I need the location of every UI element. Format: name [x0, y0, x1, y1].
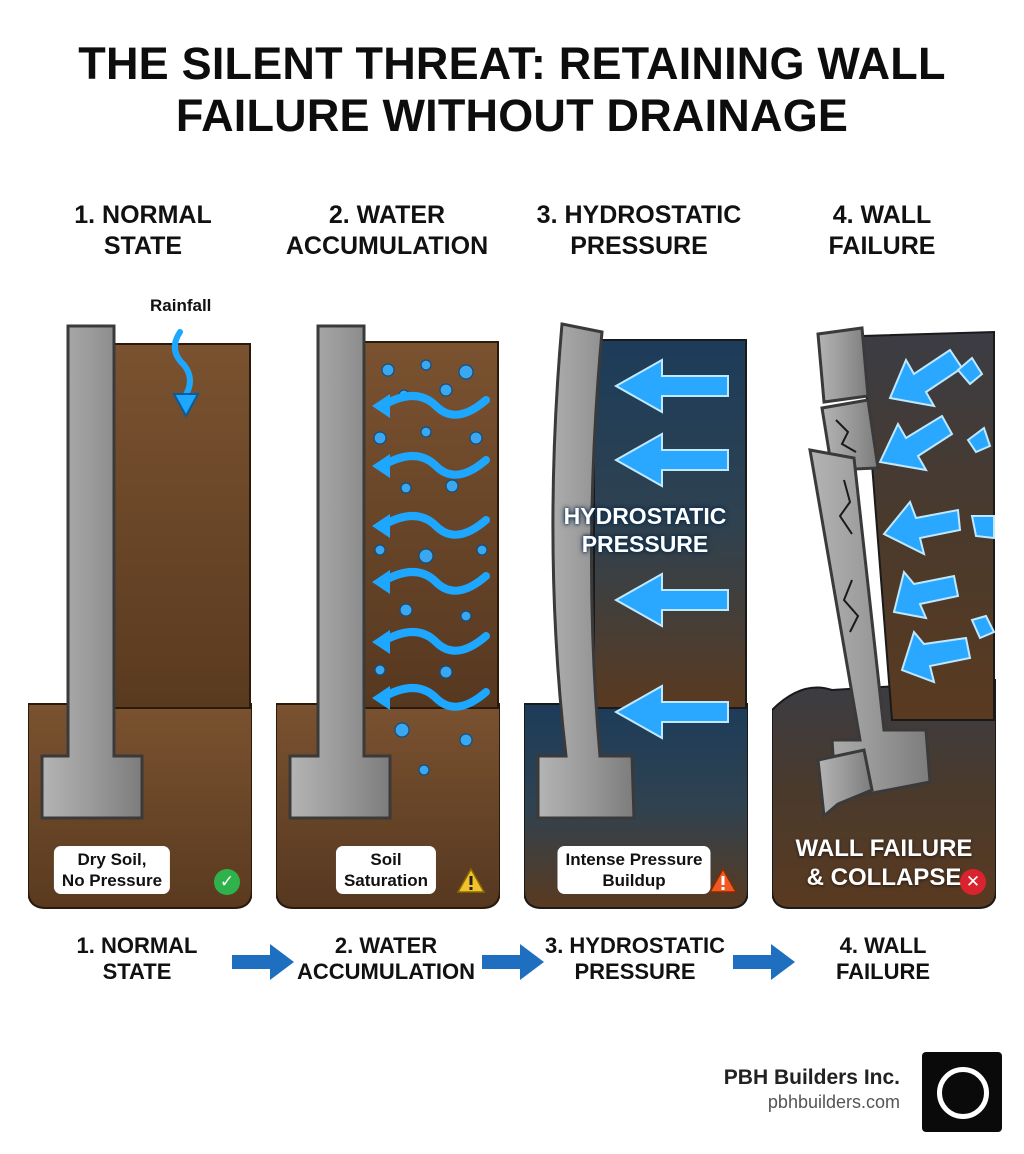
wall-fragment — [816, 748, 874, 819]
panel-heading-hydrostatic: 3. HYDROSTATIC PRESSURE — [519, 200, 759, 262]
panel-water-accumulation: Soil Saturation — [276, 320, 500, 910]
badge-line: Dry Soil, — [77, 850, 147, 869]
panel-hydrostatic-pressure: Intense Pressure Buildup — [524, 320, 748, 910]
step-line: STATE — [102, 959, 172, 984]
flow-arrow-icon — [733, 944, 795, 980]
collapse-arrows — [878, 348, 996, 684]
flow-step-hydrostatic: 3. HYDROSTATIC PRESSURE — [515, 933, 755, 985]
heading-line: ACCUMULATION — [285, 232, 489, 260]
retaining-wall — [288, 324, 392, 820]
heading-line: 3. HYDROSTATIC — [536, 201, 742, 229]
hydrostatic-pressure-label: HYDROSTATIC PRESSURE — [530, 502, 760, 558]
step-line: ACCUMULATION — [296, 959, 475, 984]
rain-arrow — [171, 329, 193, 401]
bending-wall — [536, 322, 636, 820]
heading-line: 2. WATER — [328, 201, 446, 229]
crack-lines — [835, 419, 860, 633]
warning-icon — [456, 867, 486, 894]
label-line: PRESSURE — [581, 531, 709, 557]
brand-logo — [922, 1052, 1002, 1132]
collapsing-wall — [808, 448, 932, 802]
pressure-arrows — [613, 358, 729, 740]
step-line: 4. WALL — [839, 933, 927, 958]
retaining-wall — [40, 324, 144, 820]
page-title: THE SILENT THREAT: RETAINING WALL FAILUR… — [0, 38, 1024, 142]
flow-arrow-icon — [232, 944, 294, 980]
panel-normal-state: Dry Soil, No Pressure ✓ — [28, 320, 252, 910]
hydrostatic-pressure-illustration — [524, 322, 748, 909]
title-line-1: THE SILENT THREAT: RETAINING WALL — [78, 38, 946, 89]
check-icon: ✓ — [214, 869, 240, 895]
flow-step-water: 2. WATER ACCUMULATION — [266, 933, 506, 985]
status-badge: Intense Pressure Buildup — [557, 846, 711, 894]
heading-line: STATE — [103, 232, 183, 260]
broken-wall-segment — [820, 398, 880, 472]
broken-wall-top — [816, 326, 870, 404]
badge-line: Buildup — [602, 871, 666, 890]
badge-line: Soil — [370, 850, 402, 869]
badge-line: Intense Pressure — [565, 850, 703, 869]
panel-wall-failure: WALL FAILURE & COLLAPSE ✕ — [772, 320, 996, 910]
circle-logo-icon — [937, 1067, 989, 1119]
warning-icon — [708, 867, 738, 894]
brand-url: pbhbuilders.com — [767, 1092, 900, 1112]
flow-step-normal: 1. NORMAL STATE — [17, 933, 257, 985]
panel-heading-failure: 4. WALL FAILURE — [762, 200, 1002, 262]
failure-label: WALL FAILURE & COLLAPSE — [772, 834, 996, 892]
status-badge: Dry Soil, No Pressure — [53, 846, 171, 894]
normal-state-illustration — [28, 324, 252, 909]
water-accumulation-illustration — [276, 324, 500, 909]
badge-line: No Pressure — [61, 871, 163, 890]
flow-step-failure: 4. WALL FAILURE — [763, 933, 1003, 985]
heading-line: 4. WALL — [832, 201, 932, 229]
failure-line: & COLLAPSE — [806, 864, 962, 891]
step-line: 3. HYDROSTATIC — [544, 933, 726, 958]
badge-line: Saturation — [343, 871, 429, 890]
wall-failure-illustration — [772, 326, 996, 909]
flow-arrow-icon — [482, 944, 544, 980]
panel-heading-water: 2. WATER ACCUMULATION — [267, 200, 507, 262]
heading-line: PRESSURE — [570, 232, 708, 260]
step-line: 1. NORMAL — [76, 933, 198, 958]
step-line: 2. WATER — [334, 933, 438, 958]
panel-heading-normal: 1. NORMAL STATE — [23, 200, 263, 262]
brand-name: PBH Builders Inc. — [723, 1066, 900, 1089]
title-line-2: FAILURE WITHOUT DRAINAGE — [175, 90, 849, 141]
step-line: FAILURE — [835, 959, 931, 984]
failure-line: WALL FAILURE — [795, 835, 973, 862]
status-badge: Soil Saturation — [335, 846, 437, 894]
heading-line: 1. NORMAL — [74, 201, 212, 229]
x-icon: ✕ — [960, 869, 986, 895]
label-line: HYDROSTATIC — [563, 503, 727, 529]
heading-line: FAILURE — [828, 232, 936, 260]
step-line: PRESSURE — [574, 959, 696, 984]
rainfall-label: Rainfall — [150, 296, 212, 315]
water-flow-waves — [378, 392, 490, 711]
